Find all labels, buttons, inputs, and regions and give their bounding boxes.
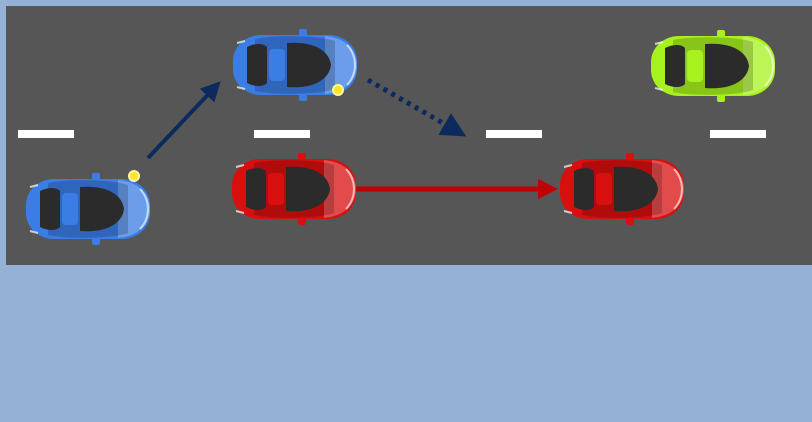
turn-signal-icon — [129, 171, 139, 181]
lane-dash — [254, 130, 310, 138]
lane-dash — [18, 130, 74, 138]
green-car-ahead — [651, 30, 775, 102]
sky-top-strip — [0, 0, 812, 6]
ground-area — [6, 265, 812, 422]
red-car-end — [560, 153, 684, 225]
turn-signal-icon — [333, 85, 343, 95]
lane-dash — [710, 130, 766, 138]
red-car-start — [232, 153, 356, 225]
blue-car-start — [26, 173, 150, 245]
lane-dash — [486, 130, 542, 138]
